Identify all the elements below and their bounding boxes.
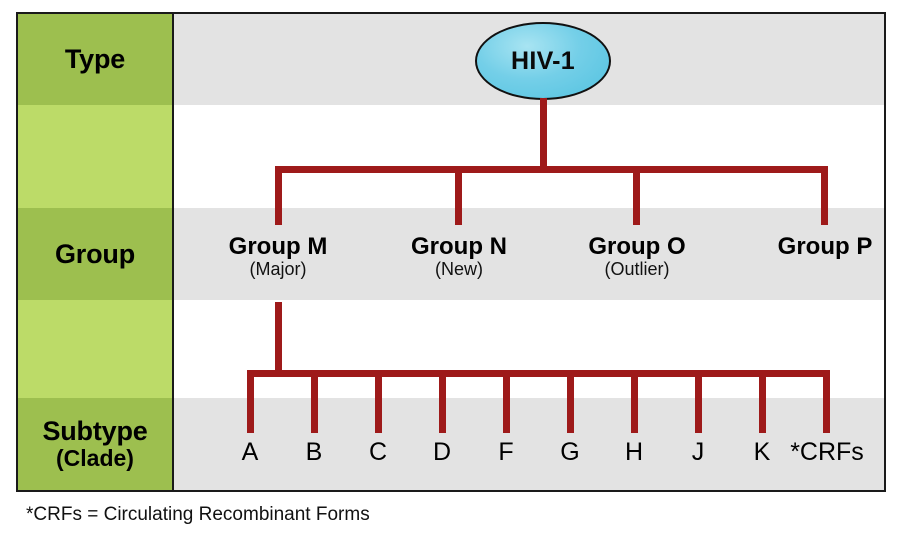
connector-group-drop-o [633,166,640,225]
connector-group-drop-n [455,166,462,225]
subtype-label-c: C [368,438,388,466]
group-sub-m: (Major) [249,259,307,280]
row-label-spacer-1 [18,105,172,208]
row-label-subtype: Subtype (Clade) [18,398,172,490]
connector-subtype-drop-crfs [823,370,830,433]
row-label-subtype-text: Subtype [42,416,148,447]
subtype-label-j: J [691,438,705,466]
group-name-n: Group N [411,233,507,260]
connector-groupm-trunk [275,302,282,370]
chart-frame: Type Group Subtype (Clade) HIV-1 [16,12,886,492]
footnote-crfs: *CRFs = Circulating Recombinant Forms [26,504,370,525]
row-label-spacer-2 [18,300,172,398]
group-label-p: Group P [778,234,873,259]
subtype-label-crfs: *CRFs [790,438,864,466]
group-name-o: Group O [588,233,686,260]
connector-subtype-drop-b [311,370,318,433]
connector-root-trunk [540,98,547,166]
row-label-column: Type Group Subtype (Clade) [18,14,174,490]
row-label-type-text: Type [64,44,126,75]
connector-subtype-drop-d [439,370,446,433]
subtype-label-g: G [560,438,580,466]
connector-subtype-drop-g [567,370,574,433]
subtype-label-b: B [305,438,323,466]
connector-subtype-drop-c [375,370,382,433]
root-node-hiv1: HIV-1 [475,22,611,100]
subtype-label-k: K [753,438,771,466]
connector-group-drop-m [275,166,282,225]
root-node-label: HIV-1 [510,46,576,75]
connector-group-drop-p [821,166,828,225]
row-label-group: Group [18,208,172,300]
connector-subtype-bus [247,370,830,377]
connector-subtype-drop-k [759,370,766,433]
subtype-label-d: D [432,438,452,466]
row-label-subtype-subtext: (Clade) [56,444,134,471]
row-label-type: Type [18,14,172,105]
subtype-label-h: H [624,438,644,466]
group-sub-n: (New) [435,259,483,280]
group-label-n: Group N (New) [411,234,507,280]
connector-subtype-drop-h [631,370,638,433]
group-sub-o: (Outlier) [604,259,670,280]
connector-subtype-drop-j [695,370,702,433]
row-label-group-text: Group [55,238,135,269]
connector-group-bus [275,166,825,173]
subtype-label-f: F [498,438,514,466]
connector-subtype-drop-f [503,370,510,433]
group-name-p: Group P [777,233,873,260]
connector-subtype-drop-a [247,370,254,433]
group-label-m: Group M (Major) [229,234,328,280]
group-label-o: Group O (Outlier) [588,234,685,280]
subtype-label-a: A [241,438,259,466]
group-name-m: Group M [228,233,328,260]
tree-diagram: HIV-1 Group M (Major) Group N (New) Grou… [174,14,884,490]
